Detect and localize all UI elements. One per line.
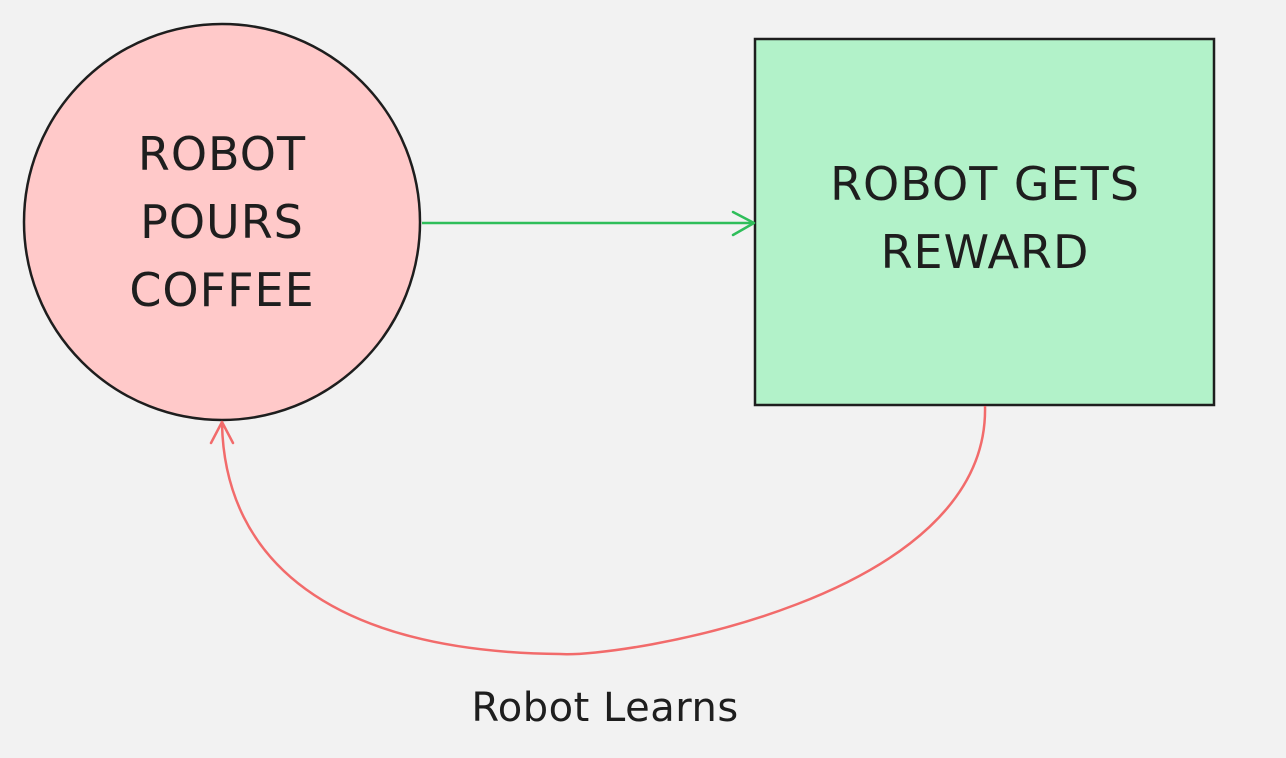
edge-learn-loop-arrowhead [209, 420, 235, 445]
node-robot-pours-coffee-label: ROBOT POURS COFFEE [129, 127, 315, 317]
edge-learn-loop-arrow[interactable] [220, 405, 987, 656]
node-robot-gets-reward-label: ROBOT GETS REWARD [830, 157, 1140, 279]
edge-to-reward-arrowhead [731, 210, 756, 237]
node-robot-gets-reward[interactable] [753, 37, 1216, 407]
edge-learn-loop-label: Robot Learns [471, 685, 739, 731]
node-robot-pours-coffee[interactable] [22, 22, 422, 422]
